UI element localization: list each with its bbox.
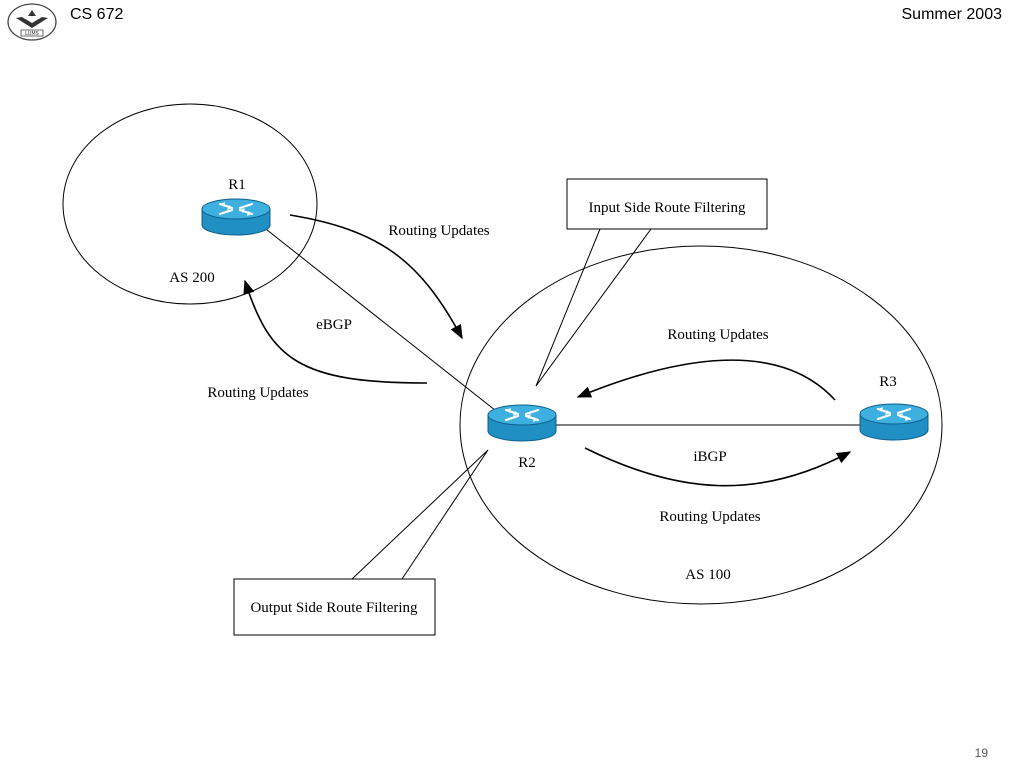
input-filter-callout-box <box>566 178 768 230</box>
course-title: CS 672 <box>70 6 124 23</box>
input-filter-callout-pointer <box>535 228 652 387</box>
update-arrow-r2-to-r3 <box>584 447 852 487</box>
as200-boundary <box>62 103 318 305</box>
update-arrow-r1-to-r2 <box>289 214 463 340</box>
routing-updates-label-r3-to-r2: Routing Updates <box>667 327 768 343</box>
routing-updates-label-r2-to-r1: Routing Updates <box>207 385 308 401</box>
ebgp-session-line <box>261 225 506 419</box>
as100-boundary <box>459 245 943 605</box>
page-number: 19 <box>974 746 988 760</box>
router-r3-label: R3 <box>879 374 897 390</box>
output-filter-callout-box <box>233 578 436 636</box>
output-filter-callout-label: Output Side Route Filtering <box>250 600 418 616</box>
update-arrow-r3-to-r2 <box>576 359 836 401</box>
ibgp-label: iBGP <box>693 449 726 465</box>
lums-logo: LUMS <box>7 3 57 41</box>
routing-updates-label-r2-to-r3: Routing Updates <box>659 509 760 525</box>
update-arrow-r2-to-r1 <box>243 279 428 384</box>
output-filter-callout-pointer <box>351 449 489 580</box>
logo-text: LUMS <box>25 31 39 37</box>
router-r2-label: R2 <box>518 455 536 471</box>
router-r2 <box>486 403 558 443</box>
router-r3 <box>858 402 930 442</box>
router-r1 <box>200 197 272 237</box>
term-label: Summer 2003 <box>901 6 1003 23</box>
input-filter-callout-label: Input Side Route Filtering <box>588 200 746 216</box>
router-r1-label: R1 <box>228 177 246 193</box>
as100-label: AS 100 <box>685 567 730 583</box>
ebgp-label: eBGP <box>316 317 352 333</box>
routing-updates-label-r1-to-r2: Routing Updates <box>388 223 489 239</box>
as200-label: AS 200 <box>169 270 214 286</box>
